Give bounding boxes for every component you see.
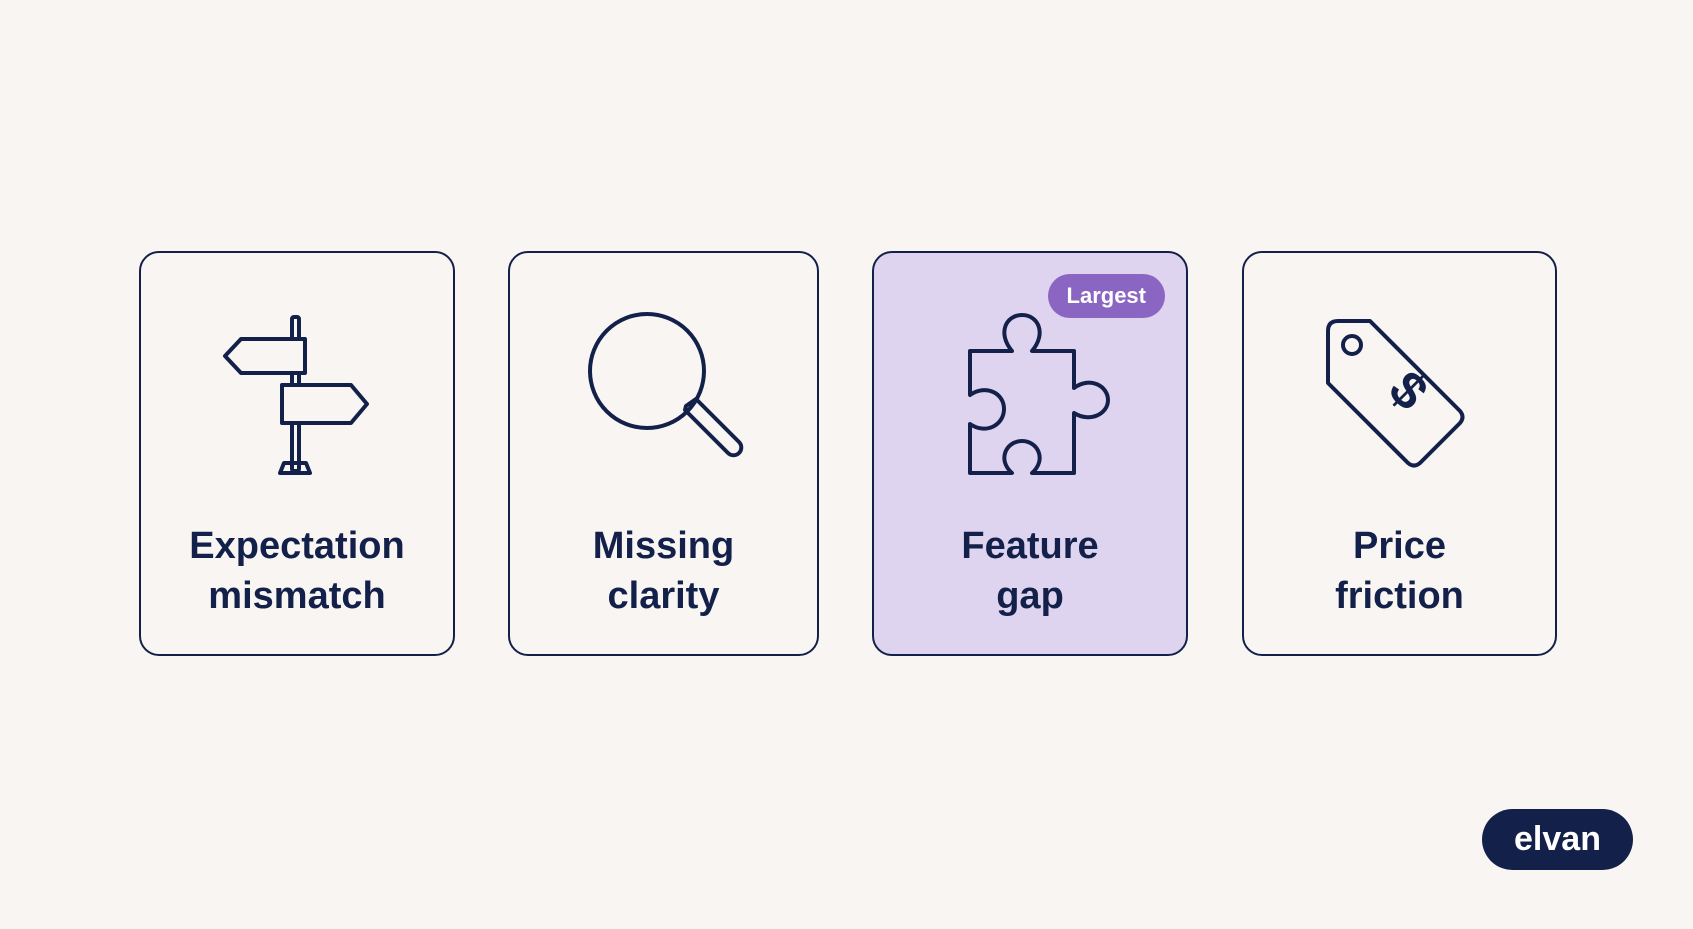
card-title: Expectation mismatch bbox=[141, 521, 453, 621]
price-tag-icon: $ bbox=[1310, 303, 1490, 483]
svg-text:$: $ bbox=[1377, 360, 1439, 422]
card-title-line2: gap bbox=[996, 575, 1064, 617]
card-title-line2: mismatch bbox=[208, 575, 386, 617]
card-title-line2: friction bbox=[1335, 575, 1464, 617]
puzzle-piece-icon bbox=[940, 303, 1120, 483]
card-title-line1: Price bbox=[1353, 525, 1446, 567]
card-title: Missing clarity bbox=[510, 521, 817, 621]
largest-badge: Largest bbox=[1047, 274, 1165, 318]
card-title-line1: Missing bbox=[592, 525, 735, 567]
brand-logo: elvan bbox=[1482, 809, 1633, 870]
card-feature-gap: Largest Feature gap bbox=[872, 251, 1188, 656]
signpost-icon bbox=[207, 303, 387, 483]
card-title-line1: Feature bbox=[961, 525, 1099, 567]
magnifying-glass-icon bbox=[574, 303, 754, 483]
card-title: Price friction bbox=[1244, 521, 1555, 621]
card-expectation-mismatch: Expectation mismatch bbox=[139, 251, 455, 656]
card-missing-clarity: Missing clarity bbox=[508, 251, 819, 656]
card-title-line1: Expectation bbox=[189, 525, 405, 567]
card-price-friction: $ Price friction bbox=[1242, 251, 1557, 656]
card-title-line2: clarity bbox=[607, 575, 720, 617]
card-title: Feature gap bbox=[874, 521, 1186, 621]
